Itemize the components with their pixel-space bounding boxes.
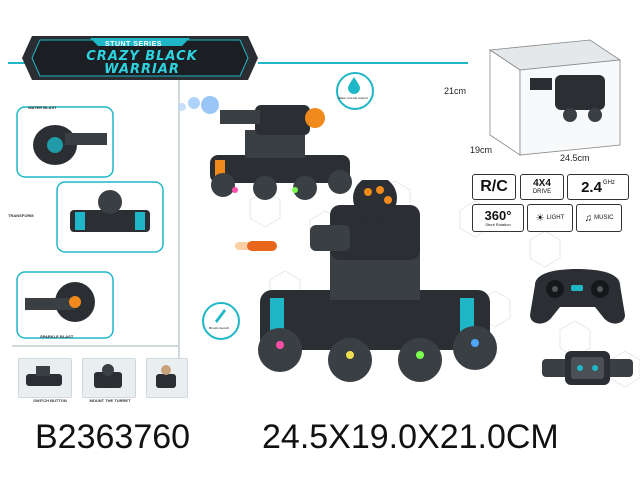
hud-frame-line: [8, 62, 26, 64]
box-depth-label: 19cm: [470, 145, 493, 155]
watch-controller-image: [542, 351, 633, 385]
frequency-feature-badge: 2.4 GHz: [567, 174, 629, 200]
water-blast-illustration: [16, 106, 114, 178]
item-code: B2363760: [35, 418, 191, 456]
rc-feature-badge: R/C: [472, 174, 516, 200]
transform-label: TRANSFORM: [8, 213, 34, 218]
package-box-image: [488, 39, 622, 156]
tank-upper-image: [210, 105, 352, 200]
tank-lower-image: [258, 180, 497, 382]
frequency-unit-label: GHz: [602, 180, 615, 186]
water-drop-icon: [348, 77, 360, 94]
rotation-sub-label: Stunt Rotation: [485, 222, 511, 227]
rc-label: R/C: [480, 178, 508, 195]
bulb-icon: ☀: [535, 212, 545, 224]
thumb-hand-icon: [156, 365, 176, 388]
package-size: 24.5X19.0X21.0CM: [262, 418, 559, 456]
drive-bottom-label: DRIVE: [532, 188, 552, 195]
light-feature-badge: ☀ LIGHT: [527, 204, 573, 232]
thumb-turret-icon: [94, 364, 122, 388]
frequency-label: 2.4: [581, 178, 602, 196]
thumb-tank-icon: [26, 366, 62, 386]
music-label: MUSIC: [594, 215, 614, 221]
missile-launch-badge-label: Missile launch: [208, 326, 230, 330]
rotation-feature-badge: 360° Stunt Rotation: [472, 204, 524, 232]
sparkle-blast-illustration: [16, 271, 114, 339]
hud-frame-line: [178, 62, 180, 362]
box-width-label: 24.5cm: [560, 153, 590, 163]
light-label: LIGHT: [546, 215, 565, 221]
banner-title-line2: WARRIAR: [104, 62, 180, 77]
banner-series-label: STUNT SERIES: [105, 41, 162, 48]
missile-projectile-icon: [235, 241, 277, 251]
speaker-icon: ♫: [584, 212, 593, 224]
missile-launch-badge: [202, 302, 240, 340]
remote-controller-image: [530, 269, 625, 324]
drive-feature-badge: 4X4 DRIVE: [520, 174, 564, 200]
thumbnail-caption: SWITCH BUTTON: [33, 398, 67, 403]
thumbnail-caption: MOUNT THE TURRET: [89, 398, 131, 403]
banner-title-line1: CRAZY BLACK: [86, 49, 198, 64]
music-feature-badge: ♫ MUSIC: [576, 204, 622, 232]
drive-top-label: 4X4: [533, 177, 551, 189]
hud-frame-line: [258, 62, 468, 64]
transform-illustration: [56, 181, 164, 253]
water-launch-badge-label: Water missile launch: [338, 96, 368, 100]
box-height-label: 21cm: [444, 86, 467, 96]
missile-icon: [215, 309, 226, 323]
banner-title: CRAZY BLACK WARRIAR: [62, 50, 222, 76]
water-spray-icon: [178, 96, 219, 114]
rotation-label: 360°: [484, 208, 512, 223]
sparkle-blast-label: SPARKLE BLAST: [40, 334, 74, 339]
title-banner: [22, 36, 258, 80]
water-blast-label: WATER BLAST: [28, 105, 57, 110]
hud-frame-line: [12, 345, 180, 347]
